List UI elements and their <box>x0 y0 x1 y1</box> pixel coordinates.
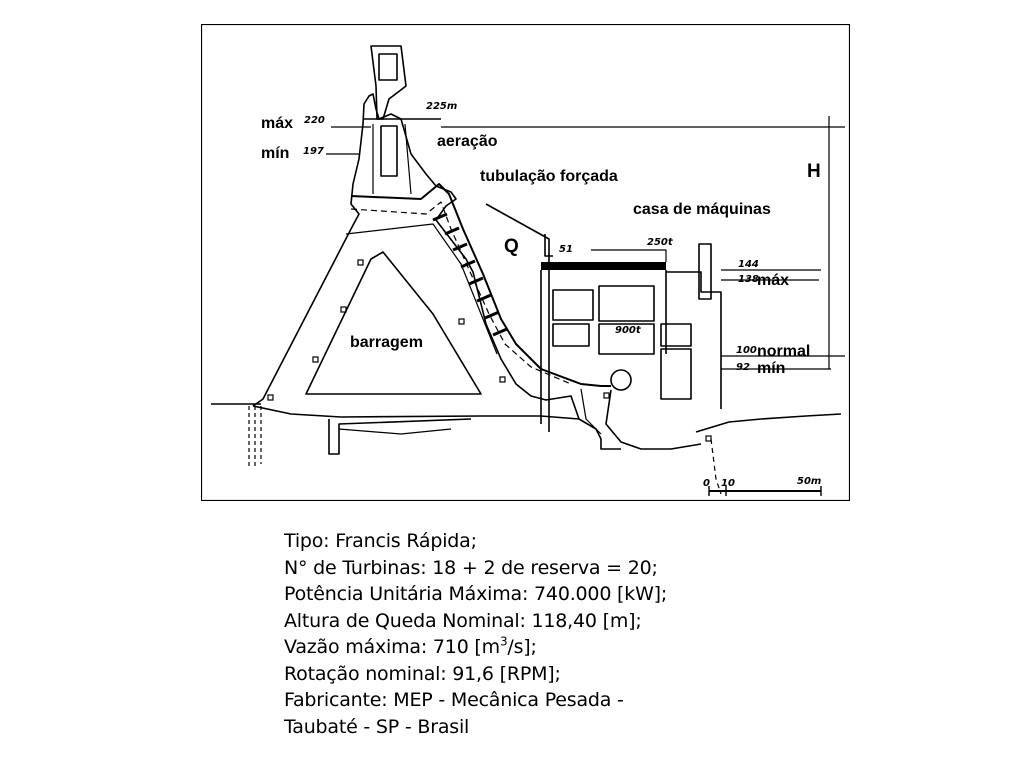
label-normal-downstream: normal <box>757 343 810 360</box>
drainage-line <box>710 438 722 495</box>
scale-tick-50m: 50m <box>797 476 821 487</box>
intake-tower-window <box>378 53 398 81</box>
spec-max-flow-exponent: 3 <box>499 634 508 649</box>
penstock-ribs <box>432 212 508 337</box>
spec-type: Tipo: Francis Rápida; <box>284 530 477 552</box>
powerhouse-upstream-wall <box>485 203 550 432</box>
label-max-downstream: máx <box>757 272 789 289</box>
scale-bar <box>708 486 822 496</box>
aeration-shaft <box>380 125 398 177</box>
crane-51 <box>544 234 553 257</box>
figure-frame <box>201 24 850 501</box>
turbine-hall <box>598 323 655 355</box>
turbine-specifications: Tipo: Francis Rápida; N° de Turbinas: 18… <box>284 528 844 740</box>
powerhouse-roof <box>541 262 666 270</box>
scale-tick-10: 10 <box>721 478 735 489</box>
downstream-wall <box>666 271 722 409</box>
crane-250t <box>591 249 667 262</box>
label-dam: barragem <box>350 334 423 351</box>
intake-walls <box>372 123 412 195</box>
annotation-51: 51 <box>559 244 573 255</box>
spiral-case <box>580 388 602 435</box>
label-max-upstream: máx <box>261 115 293 132</box>
spec-manufacturer: Fabricante: MEP - Mecânica Pesada - <box>284 689 624 711</box>
spec-max-flow-prefix: Vazão máxima: 710 [m <box>284 636 500 658</box>
penstock-axis <box>350 201 572 385</box>
elevation-upstream-min: 197 <box>303 146 324 157</box>
generator-left <box>552 289 594 321</box>
foundation-detail <box>338 428 452 435</box>
elevation-upstream-max: 220 <box>304 115 325 126</box>
dam-markers <box>267 259 712 442</box>
draft-tube-room <box>660 348 692 400</box>
label-aeration: aeração <box>437 133 498 150</box>
label-min-downstream: mín <box>757 360 785 377</box>
elevation-138: 138 <box>738 274 759 285</box>
ground-right <box>695 413 842 433</box>
dam-base <box>252 405 580 420</box>
draft-tube <box>605 389 702 450</box>
dam-cross-section-svg: máx mín aeração tubulação forçada casa d… <box>201 24 850 501</box>
foundation-slab <box>328 418 472 455</box>
inner-gallery-upper <box>345 223 498 355</box>
spec-nominal-head: Altura de Queda Nominal: 118,40 [m]; <box>284 609 642 632</box>
label-penstock: tubulação forçada <box>480 168 618 185</box>
penstock-outer <box>350 183 611 387</box>
dam-cross-section-figure: máx mín aeração tubulação forçada casa d… <box>201 24 850 501</box>
spec-location: Taubaté - SP - Brasil <box>284 715 470 738</box>
water-levels <box>326 116 845 370</box>
label-min-upstream: mín <box>261 145 289 162</box>
foundation-piles <box>248 406 262 469</box>
label-head-h: H <box>807 161 821 182</box>
label-powerhouse: casa de máquinas <box>633 201 771 218</box>
spec-max-flow-suffix: /s]; <box>507 636 537 658</box>
surge-tower <box>698 243 712 300</box>
dam-drawing <box>211 45 842 495</box>
turbine-runner <box>610 369 632 391</box>
spec-turbine-count: N° de Turbinas: 18 + 2 de reserva = 20; <box>284 556 658 579</box>
control-room <box>552 323 590 347</box>
label-flow-q: Q <box>504 236 519 257</box>
scale-tick-0: 0 <box>703 478 710 489</box>
spec-max-flow: Vazão máxima: 710 [m3/s]; <box>284 634 844 661</box>
generator-main <box>598 285 655 322</box>
auxiliary-room <box>660 323 692 347</box>
elevation-92: 92 <box>736 362 750 373</box>
elevation-144: 144 <box>738 259 759 270</box>
spec-rotation: Rotação nominal: 91,6 [RPM]; <box>284 662 561 685</box>
elevation-100: 100 <box>736 345 757 356</box>
intake-tower-top <box>370 45 407 120</box>
inner-gallery <box>305 251 482 395</box>
elevation-crest: 225m <box>426 101 457 112</box>
powerhouse-walls <box>540 270 667 424</box>
annotation-250t: 250t <box>647 237 674 248</box>
annotation-900t: 900t <box>615 325 642 336</box>
spec-max-power: Potência Unitária Máxima: 740.000 [kW]; <box>284 583 668 605</box>
